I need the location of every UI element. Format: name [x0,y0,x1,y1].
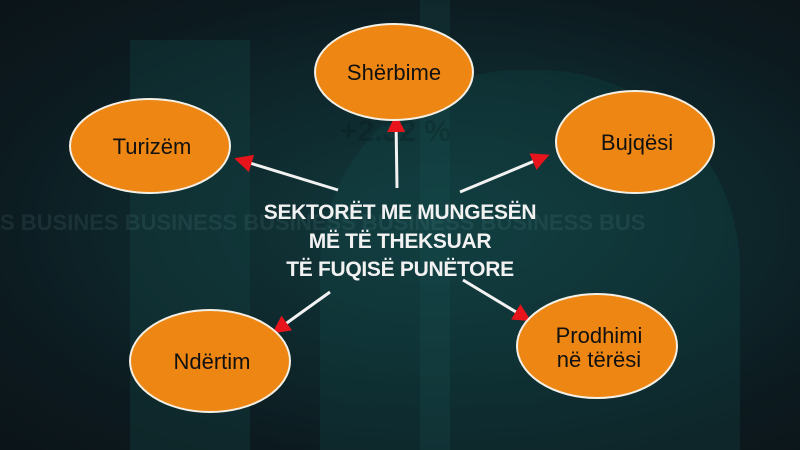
arrow-turizem [234,154,339,192]
node-sherbime: Shërbime [314,23,474,121]
title-line-1: SEKTORËT ME MUNGESËN [263,201,537,224]
title-line-2: MË TË THEKSUAR [308,229,492,253]
node-bujqesi: Bujqësi [555,90,715,194]
watermark-business: S BUSINES BUSINESS BUSINESS BUSINESS BUS… [0,210,646,235]
diagram-title: SEKTORËT ME MUNGESËN MË TË THEKSUAR TË F… [200,199,600,285]
node-turizem: Turizëm [69,98,231,194]
node-label-ndertim: Ndërtim [173,349,250,374]
node-label-prodhimi-2: në tërësi [557,347,641,372]
arrow-ndertim [272,290,331,334]
node-label-prodhimi-1: Prodhimi [556,323,643,348]
node-ndertim: Ndërtim [129,309,291,413]
node-label-bujqesi: Bujqësi [601,130,673,155]
arrow-prodhimi [462,278,532,322]
arrow-bujqesi [459,153,550,194]
node-label-sherbime: Shërbime [347,60,441,85]
arrow-sherbime [387,114,406,189]
node-prodhimi: Prodhimi në tërësi [516,293,678,399]
node-label-turizem: Turizëm [113,134,192,159]
title-line-3: TË FUQISË PUNËTORE [286,258,514,281]
